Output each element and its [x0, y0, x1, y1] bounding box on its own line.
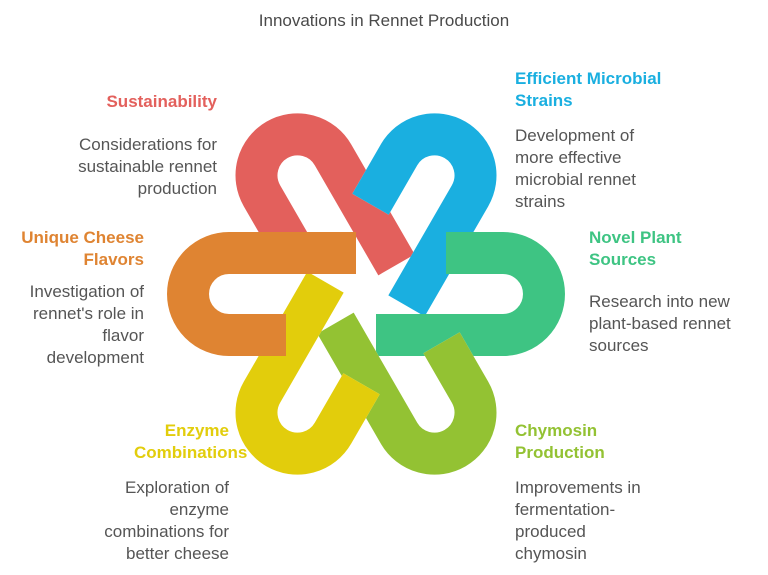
heading-sustainability: Sustainability	[106, 92, 217, 111]
diagram-title: Innovations in Rennet Production	[258, 11, 510, 30]
heading-microbial: Efficient Microbial Strains	[515, 69, 662, 110]
label-microbial: Efficient Microbial Strains Development …	[515, 68, 685, 213]
description-chymosin: Improvements in fermentation-produced ch…	[515, 478, 641, 563]
heading-enzyme: Enzyme Combinations	[134, 421, 248, 462]
heading-plant: Novel Plant Sources	[589, 228, 682, 269]
label-flavors: Unique Cheese Flavors Investigation of r…	[4, 227, 144, 369]
heading-chymosin: Chymosin Production	[515, 421, 605, 462]
loop-chymosin	[335, 282, 490, 468]
label-sustainability: Sustainability Considerations for sustai…	[0, 91, 217, 200]
description-flavors: Investigation of rennet's role in flavor…	[29, 282, 144, 367]
label-enzyme: Enzyme Combinations Exploration of enzym…	[79, 420, 248, 565]
description-enzyme: Exploration of enzyme combinations for b…	[104, 478, 229, 563]
heading-flavors: Unique Cheese Flavors	[21, 228, 144, 269]
description-plant: Research into new plant-based rennet sou…	[589, 292, 731, 355]
description-microbial: Development of more effective microbial …	[515, 126, 636, 211]
description-sustainability: Considerations for sustainable rennet pr…	[78, 135, 217, 198]
label-plant: Novel Plant Sources Research into new pl…	[589, 227, 759, 357]
label-chymosin: Chymosin Production Improvements in ferm…	[515, 420, 655, 565]
loop-sustainability	[242, 119, 397, 305]
